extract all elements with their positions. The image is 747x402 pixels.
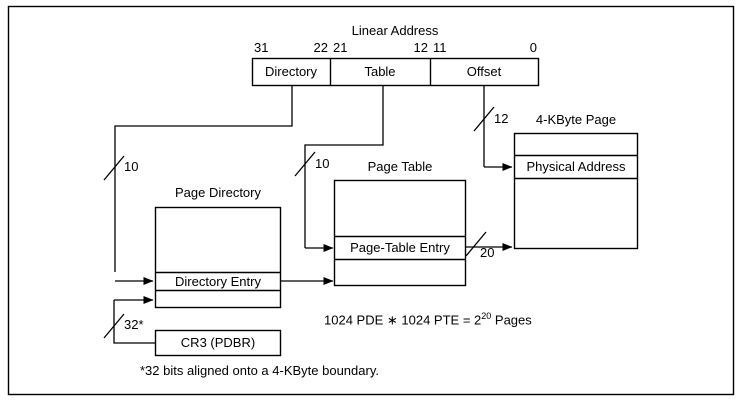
outer-frame [7,5,735,396]
page-table-title: Page Table [367,159,433,174]
page-frame-title: 4-KByte Page [535,112,617,127]
linear-address-field-offset: Offset [466,64,502,79]
page-directory-box [154,206,282,309]
bit-label-21: 21 [333,40,348,55]
bit-label-22: 22 [313,40,328,55]
cr3-label: CR3 (PDBR) [180,335,256,350]
directory-entry-label: Directory Entry [175,274,261,289]
bitwidth-label-pte-out: 20 [480,245,495,260]
page-directory-title: Page Directory [175,185,261,200]
bitwidth-label-directory: 10 [124,159,139,174]
bitwidth-label-table: 10 [315,156,330,171]
cr3-box [154,329,282,357]
bitwidth-slash-offset [473,106,495,132]
footnote: *32 bits aligned onto a 4-KByte boundary… [140,363,379,378]
capacity-star: ∗ [386,312,398,328]
capacity-annotation: 1024 PDE ∗ 1024 PTE = 220 Pages [324,311,532,328]
connector-table [304,86,384,248]
capacity-mid: 1024 PTE = 2 [397,312,482,328]
capacity-suffix: Pages [491,312,532,328]
bit-label-31: 31 [254,40,269,55]
linear-address-field-table: Table [364,64,396,79]
physical-address-label: Physical Address [526,159,626,174]
connector-directory [114,86,293,272]
bitwidth-label-cr3: 32* [124,317,144,332]
connector-cr3 [113,300,155,344]
bitwidth-slash-directory [103,155,125,181]
bit-label-12: 12 [413,40,428,55]
linear-address-box [251,57,540,87]
bitwidth-label-offset: 12 [494,111,509,126]
bitwidth-slash-cr3 [103,313,125,339]
capacity-exponent: 20 [481,311,492,321]
page-frame-box [513,132,639,250]
bitwidth-slash-pte [465,231,487,257]
capacity-prefix: 1024 PDE [324,312,387,328]
bit-label-11: 11 [433,40,447,55]
bitwidth-slash-table [294,151,316,177]
linear-address-title: Linear Address [351,23,439,38]
bit-label-0: 0 [529,40,537,55]
page-table-entry-label: Page-Table Entry [350,240,450,255]
page-table-box [333,179,467,287]
linear-address-field-directory: Directory [264,64,318,79]
